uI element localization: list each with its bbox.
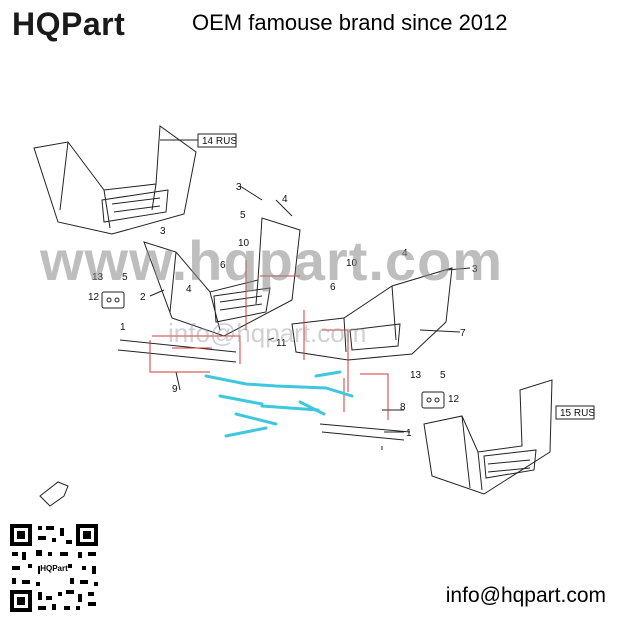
callout-3: 3 bbox=[236, 182, 242, 193]
callout-13: 13 bbox=[92, 272, 104, 283]
bracket-plate-right bbox=[421, 391, 445, 409]
footrest-left-lower bbox=[143, 217, 301, 337]
callout-5: 5 bbox=[440, 370, 446, 381]
watermark-url: www.hqpart.com bbox=[40, 229, 504, 292]
footrest-right-upper bbox=[291, 267, 453, 361]
callout-11: 11 bbox=[276, 338, 287, 349]
callout-9: 9 bbox=[172, 384, 178, 395]
callout-10: 10 bbox=[238, 238, 250, 249]
callout-5: 5 bbox=[240, 210, 246, 221]
callout-7: 7 bbox=[460, 328, 466, 339]
watermark-email: info@hqpart.com bbox=[168, 318, 367, 348]
callout-4: 4 bbox=[282, 194, 288, 205]
qr-code-icon: HQPart bbox=[8, 522, 100, 614]
callout-4: 4 bbox=[186, 284, 192, 295]
brand-tagline: OEM famouse brand since 2012 bbox=[192, 10, 508, 35]
callout-6: 6 bbox=[220, 260, 226, 271]
callout-12: 12 bbox=[448, 394, 460, 405]
reference-label-14: 14 RUS bbox=[202, 136, 237, 147]
frame-cyan-crossmember bbox=[204, 374, 354, 398]
callout-5: 5 bbox=[122, 272, 128, 283]
contact-email[interactable]: info@hqpart.com bbox=[445, 584, 606, 607]
bracket-plate-left bbox=[101, 291, 125, 309]
callout-3: 3 bbox=[472, 264, 478, 275]
callout-3: 3 bbox=[160, 226, 166, 237]
callout-2: 2 bbox=[140, 292, 146, 303]
callout-1: 1 bbox=[406, 428, 412, 439]
callout-10: 10 bbox=[346, 258, 358, 269]
qr-caption: HQPart bbox=[40, 564, 68, 573]
callout-6: 6 bbox=[330, 282, 336, 293]
footrest-right-lower bbox=[423, 379, 553, 495]
direction-arrow bbox=[39, 481, 69, 507]
callout-12: 12 bbox=[88, 292, 100, 303]
callout-4: 4 bbox=[402, 248, 408, 259]
callout-1: 1 bbox=[120, 322, 126, 333]
brand-logo: HQPart bbox=[12, 6, 126, 42]
callout-13: 13 bbox=[410, 370, 422, 381]
reference-label-15: 15 RUS bbox=[560, 408, 595, 419]
callout-8: 8 bbox=[400, 402, 406, 413]
footrest-left-upper bbox=[33, 125, 197, 235]
